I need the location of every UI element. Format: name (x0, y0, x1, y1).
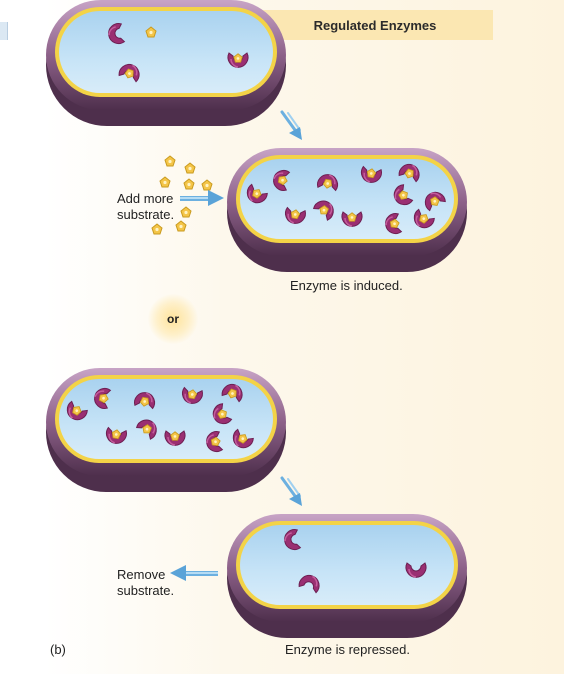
enzyme-icon (232, 428, 254, 449)
enzyme-icon (118, 64, 140, 83)
substrate-molecule-icon (227, 388, 237, 399)
substrate-molecule-icon (252, 189, 262, 199)
substrate-molecule-icon (217, 409, 227, 419)
add-substrate-label-line2: substrate. (117, 207, 175, 222)
substrate-molecule-icon (170, 431, 180, 441)
enzyme-icon (361, 165, 382, 183)
enzymes-layer (66, 23, 446, 594)
add-substrate-label-line1: Add more (117, 191, 174, 206)
substrate-molecule-icon (389, 218, 400, 229)
enzyme-icon (134, 392, 155, 410)
enzyme-icon (317, 174, 338, 192)
substrate-molecule-icon (404, 168, 414, 179)
substrate-molecule-icon (210, 436, 221, 447)
substrate-molecule-icon (180, 206, 192, 218)
enzyme-icon (108, 23, 126, 44)
substrate-molecule-icon (366, 168, 377, 179)
enzyme-icon (393, 184, 414, 206)
enzyme-icon (405, 562, 427, 578)
figure-title: Regulated Enzymes (257, 10, 493, 40)
substrate-molecule-icon (142, 424, 152, 434)
enzyme-icon (212, 403, 233, 425)
cell-initial (46, 0, 286, 126)
substrate-molecule-icon (98, 393, 109, 404)
repressed-caption: Enzyme is repressed. (285, 642, 410, 657)
substrate-molecule-icon (319, 205, 329, 215)
enzyme-icon (398, 164, 420, 183)
substrate-molecule-icon (164, 155, 176, 167)
or-separator: or (148, 294, 198, 344)
enzyme-icon (385, 213, 403, 234)
remove-substrate-label-line1: Remove (117, 567, 166, 582)
substrate-molecule-icon (159, 176, 171, 188)
enzyme-icon (341, 211, 363, 227)
arrow-icon (180, 190, 224, 206)
substrate-molecule-icon (111, 429, 122, 440)
substrate-molecule-icon (187, 389, 198, 400)
enzyme-icon (182, 386, 203, 404)
substrate-molecule-icon (139, 396, 150, 407)
enzyme-icon (135, 419, 157, 440)
enzyme-icon (206, 431, 224, 452)
substrate-molecule-icon (151, 223, 163, 235)
enzyme-icon (312, 200, 334, 221)
enzyme-icon (285, 206, 306, 224)
substrate-molecule-icon (419, 214, 429, 224)
substrate-molecule-icon (124, 68, 134, 79)
enzyme-icon (413, 208, 435, 229)
substrate-molecule-icon (430, 196, 440, 206)
substrate-molecule-icon (233, 53, 243, 63)
left-background-fade (0, 0, 44, 674)
substrate-molecule-icon (184, 162, 196, 174)
induced-caption: Enzyme is induced. (290, 278, 403, 293)
enzyme-icon (106, 426, 127, 444)
cell-before-repression (46, 368, 286, 492)
cell-repressed (227, 514, 467, 638)
substrate-molecule-icon (175, 220, 187, 232)
substrate-molecule-icon (238, 434, 248, 444)
remove-substrate-label-line2: substrate. (117, 583, 175, 598)
substrates-layer (145, 26, 213, 235)
enzyme-icon (298, 575, 320, 594)
arrow-icon (280, 476, 302, 506)
enzyme-icon (273, 170, 291, 191)
enzyme-icon (221, 384, 243, 403)
panel-label: (b) (50, 642, 66, 657)
substrate-molecule-icon (183, 178, 195, 190)
enzyme-icon (284, 529, 302, 550)
edge-tab (0, 22, 8, 40)
substrate-molecule-icon (398, 190, 408, 200)
enzyme-icon (94, 388, 112, 409)
substrate-molecule-icon (347, 212, 357, 222)
substrate-molecule-icon (322, 178, 333, 189)
arrow-icon (280, 110, 302, 140)
enzyme-icon (246, 183, 268, 204)
enzyme-icon (424, 191, 446, 212)
arrow-icon (170, 565, 218, 581)
substrate-molecule-icon (72, 406, 82, 416)
cell-induced (227, 148, 467, 272)
substrate-molecule-icon (290, 209, 301, 220)
substrate-molecule-icon (145, 26, 157, 38)
enzyme-icon (66, 400, 88, 421)
enzyme-icon (164, 430, 186, 446)
enzyme-icon (227, 52, 249, 68)
or-text: or (167, 312, 179, 326)
substrate-molecule-icon (201, 179, 213, 191)
substrate-molecule-icon (277, 175, 288, 186)
